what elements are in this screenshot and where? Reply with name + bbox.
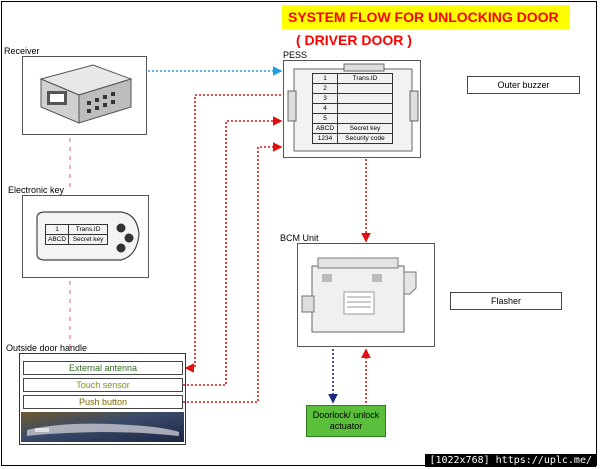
- electronic-key-box: 1 Trans.ID ABCD Secret key: [22, 195, 149, 278]
- actuator-line1: Doorlock/ unlock: [312, 410, 380, 420]
- button-pess-link: [183, 142, 283, 403]
- door-handle-label: Outside door handle: [6, 343, 88, 353]
- actuator-line2: actuator: [329, 421, 363, 431]
- push-button-row: Push button: [23, 395, 183, 409]
- key-cell: Secret key: [68, 234, 109, 245]
- diagram-title: SYSTEM FLOW FOR UNLOCKING DOOR: [282, 5, 570, 29]
- bcm-box: [297, 243, 435, 347]
- key-memory-table: 1 Trans.ID ABCD Secret key: [44, 224, 109, 245]
- watermark: [1022x768] https://uplc.me/: [425, 454, 596, 467]
- flasher-box: Flasher: [450, 292, 562, 310]
- outer-buzzer-box: Outer buzzer: [467, 76, 580, 94]
- receiver-label: Receiver: [4, 46, 40, 56]
- sensor-pess-link: [183, 116, 283, 386]
- door-handle-photo-icon: [21, 412, 184, 442]
- external-antenna-row: External antenna: [23, 361, 183, 375]
- pess-cell: Security code: [337, 133, 393, 144]
- pess-antenna-link: [184, 94, 281, 373]
- touch-sensor-row: Touch sensor: [23, 378, 183, 392]
- receiver-box: [22, 56, 147, 135]
- key-cell: ABCD: [44, 234, 70, 245]
- actuator-box: Doorlock/ unlock actuator: [306, 405, 386, 437]
- bcm-module-icon: [301, 257, 417, 333]
- receiver-module-icon: [39, 64, 133, 124]
- diagram-subtitle: ( DRIVER DOOR ): [296, 32, 412, 48]
- pess-label: PESS: [283, 50, 308, 60]
- bcm-label: BCM Unit: [280, 233, 319, 243]
- electronic-key-label: Electronic key: [8, 185, 65, 195]
